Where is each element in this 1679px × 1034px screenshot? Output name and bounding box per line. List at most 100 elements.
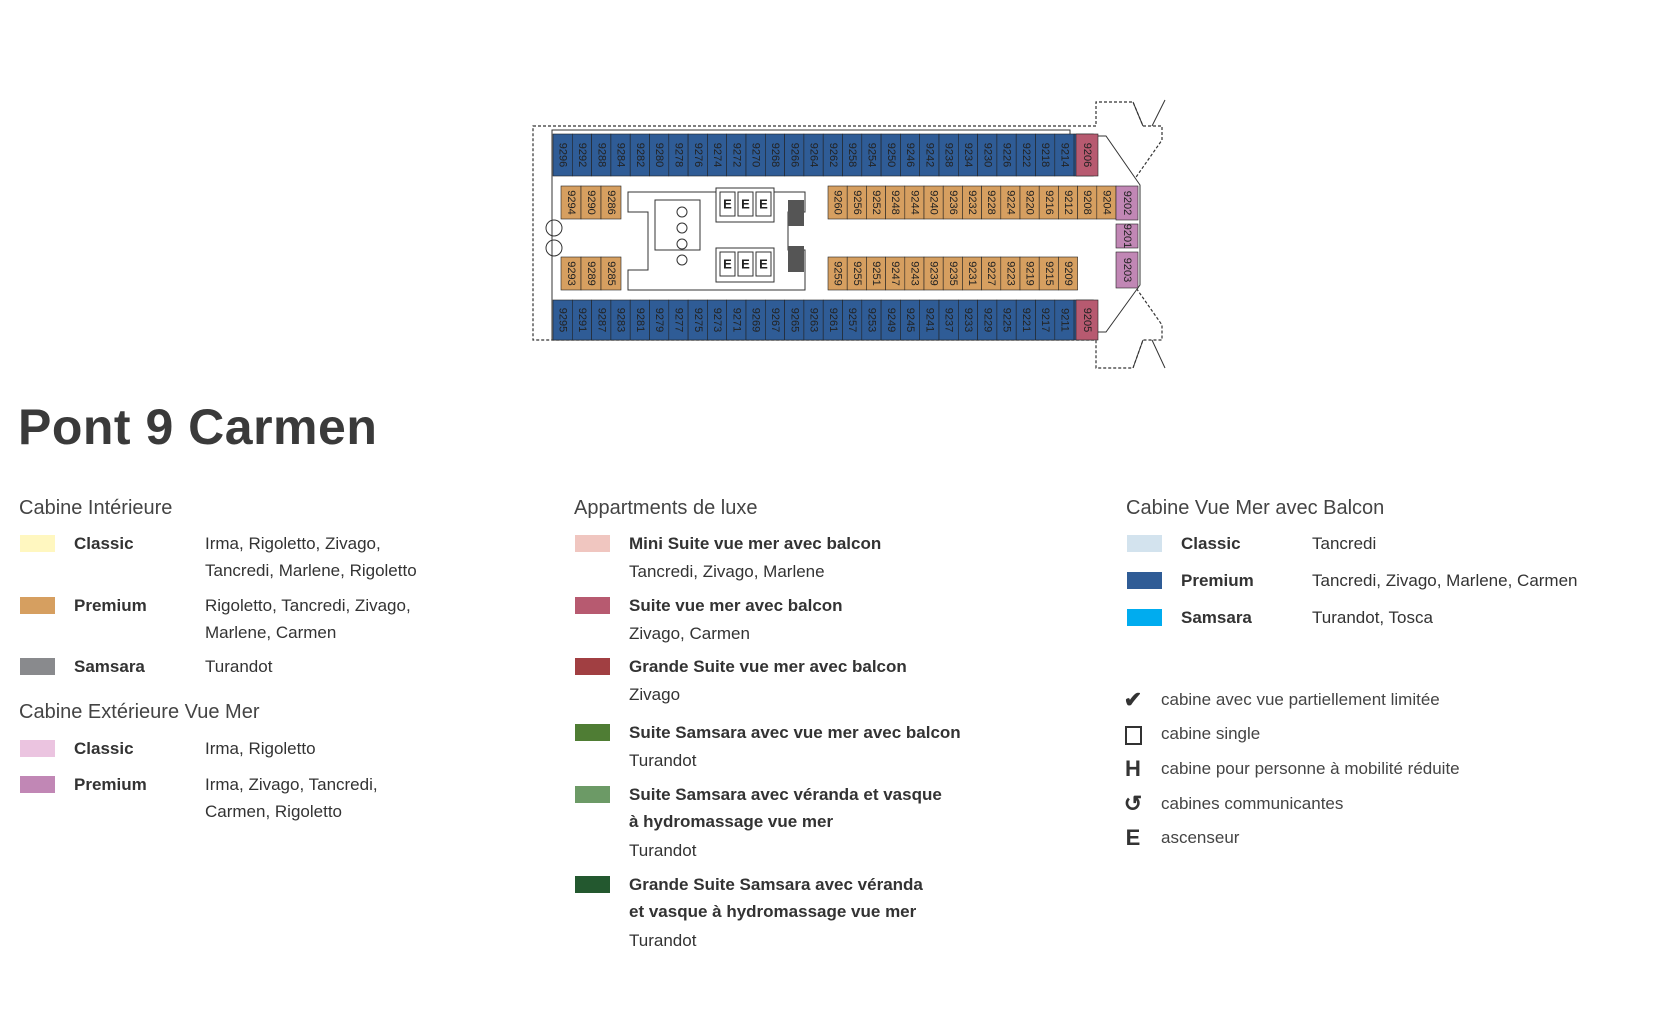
cabin-box: [1075, 133, 1099, 177]
cabin-9268: 9268: [764, 133, 785, 177]
cabin-number: 9270: [750, 143, 762, 167]
cabin-number: 9229: [981, 308, 993, 332]
cabin-number: 9203: [1121, 258, 1133, 282]
cabin-number: 9202: [1121, 191, 1133, 215]
cabin-9250: 9250: [880, 133, 901, 177]
cabin-9251: 9251: [866, 256, 886, 291]
cabin-number: 9227: [985, 261, 997, 285]
elevator-box: [719, 191, 736, 217]
cabin-box: [1115, 185, 1139, 221]
category-label: Suite vue mer avec balcon: [629, 596, 843, 615]
cabin-number: 9260: [832, 190, 844, 214]
cabin-number: 9271: [730, 308, 742, 332]
cabin-9292: 9292: [571, 133, 592, 177]
cabin-9260: 9260: [827, 185, 848, 220]
cabin-9256: 9256: [846, 185, 867, 220]
swatch-suite: [575, 597, 610, 614]
elevator-mark: E: [759, 257, 768, 272]
cabin-9264: 9264: [803, 133, 824, 177]
cabin-9226: 9226: [996, 133, 1017, 177]
ship-list: Zivago, Carmen: [629, 624, 750, 643]
swatch-balcony-classic: [1127, 535, 1162, 552]
cabin-number: 9269: [750, 308, 762, 332]
cabin-number: 9237: [943, 308, 955, 332]
cabin-9270: 9270: [745, 133, 766, 177]
legend-row-grande-suite: Grande Suite vue mer avec balcon Zivago: [575, 657, 1045, 704]
cabin-9230: 9230: [977, 133, 998, 177]
page-title: Pont 9 Carmen: [18, 399, 378, 455]
cabin-9242: 9242: [919, 133, 940, 177]
cabin-number: 9288: [595, 143, 607, 167]
cabin-number: 9223: [1004, 261, 1016, 285]
category-label: Premium: [1181, 571, 1254, 590]
cabin-9234: 9234: [957, 133, 978, 177]
cabin-number: 9275: [692, 308, 704, 332]
ship-list: Tancredi: [1312, 534, 1377, 553]
cabin-number: 9293: [565, 261, 577, 285]
cabin-number: 9222: [1020, 143, 1032, 167]
cabin-number: 9268: [769, 143, 781, 167]
cabin-9245: 9245: [900, 299, 921, 341]
legend-row-interior-premium: Premium Rigoletto, Tancredi, Zivago, Mar…: [20, 596, 520, 642]
swatch-interior-samsara: [20, 658, 55, 675]
swatch-exterior-classic: [20, 740, 55, 757]
stairs-bottom: [788, 246, 804, 272]
check-icon: ✔: [1123, 687, 1143, 712]
elevator-mark: E: [723, 197, 732, 212]
cabin-9219: 9219: [1019, 256, 1040, 291]
cabin-9205: 9205: [1075, 299, 1099, 341]
cabin-9201: 9201: [1115, 223, 1139, 249]
elevator-box: [719, 251, 736, 277]
cabin-number: 9241: [923, 308, 935, 332]
elevator-mark: E: [723, 257, 732, 272]
ship-list: Turandot: [629, 751, 697, 770]
elevator-mark: E: [741, 257, 750, 272]
category-label: Suite Samsara avec vue mer avec balcon: [629, 723, 961, 742]
cabin-number: 9234: [962, 143, 974, 167]
cabin-9261: 9261: [822, 299, 843, 341]
cabin-number: 9284: [615, 143, 627, 167]
elevator-box: [755, 251, 772, 277]
cabin-9249: 9249: [880, 299, 901, 341]
legend-row-suite: Suite vue mer avec balcon Zivago, Carmen: [575, 596, 1045, 643]
cabin-number: 9294: [565, 190, 577, 214]
cabin-9283: 9283: [610, 299, 631, 341]
cabin-9258: 9258: [842, 133, 863, 177]
cabin-9232: 9232: [962, 185, 982, 220]
cabin-number: 9266: [788, 143, 800, 167]
cabin-number: 9248: [889, 190, 901, 214]
cabin-9240: 9240: [923, 185, 944, 220]
cabin-9295: 9295: [552, 299, 573, 341]
cabin-number: 9272: [730, 143, 742, 167]
cabin-box: [1115, 251, 1139, 289]
cabin-9248: 9248: [885, 185, 906, 220]
cabin-9244: 9244: [904, 185, 925, 220]
cabin-number: 9212: [1062, 190, 1074, 214]
category-label: Premium: [74, 596, 147, 615]
cabin-9202: 9202: [1115, 185, 1139, 221]
cabin-9222: 9222: [1015, 133, 1036, 177]
cabin-number: 9238: [943, 143, 955, 167]
cabin-number: 9246: [904, 143, 916, 167]
cabin-number: 9295: [557, 308, 569, 332]
cabin-9212: 9212: [1058, 185, 1078, 220]
symbol-text: cabine single: [1161, 724, 1261, 743]
cabin-number: 9291: [576, 308, 588, 332]
cabin-9204: 9204: [1096, 185, 1117, 220]
cabin-number: 9252: [870, 190, 882, 214]
category-label: Mini Suite vue mer avec balcon: [629, 534, 882, 553]
cabin-9247: 9247: [885, 256, 906, 291]
cabin-number: 9221: [1020, 308, 1032, 332]
cabin-number: 9279: [653, 308, 665, 332]
cabin-number: 9244: [908, 190, 920, 214]
cabin-number: 9278: [672, 143, 684, 167]
ship-list: Turandot: [629, 841, 697, 860]
cabin-9253: 9253: [861, 299, 882, 341]
cabin-box: [1058, 256, 1078, 291]
cabin-number: 9254: [865, 143, 877, 167]
cabin-9290: 9290: [580, 185, 602, 220]
ship-list: Turandot: [205, 657, 273, 676]
cabin-number: 9290: [585, 190, 597, 214]
cabin-number: 9243: [908, 261, 920, 285]
